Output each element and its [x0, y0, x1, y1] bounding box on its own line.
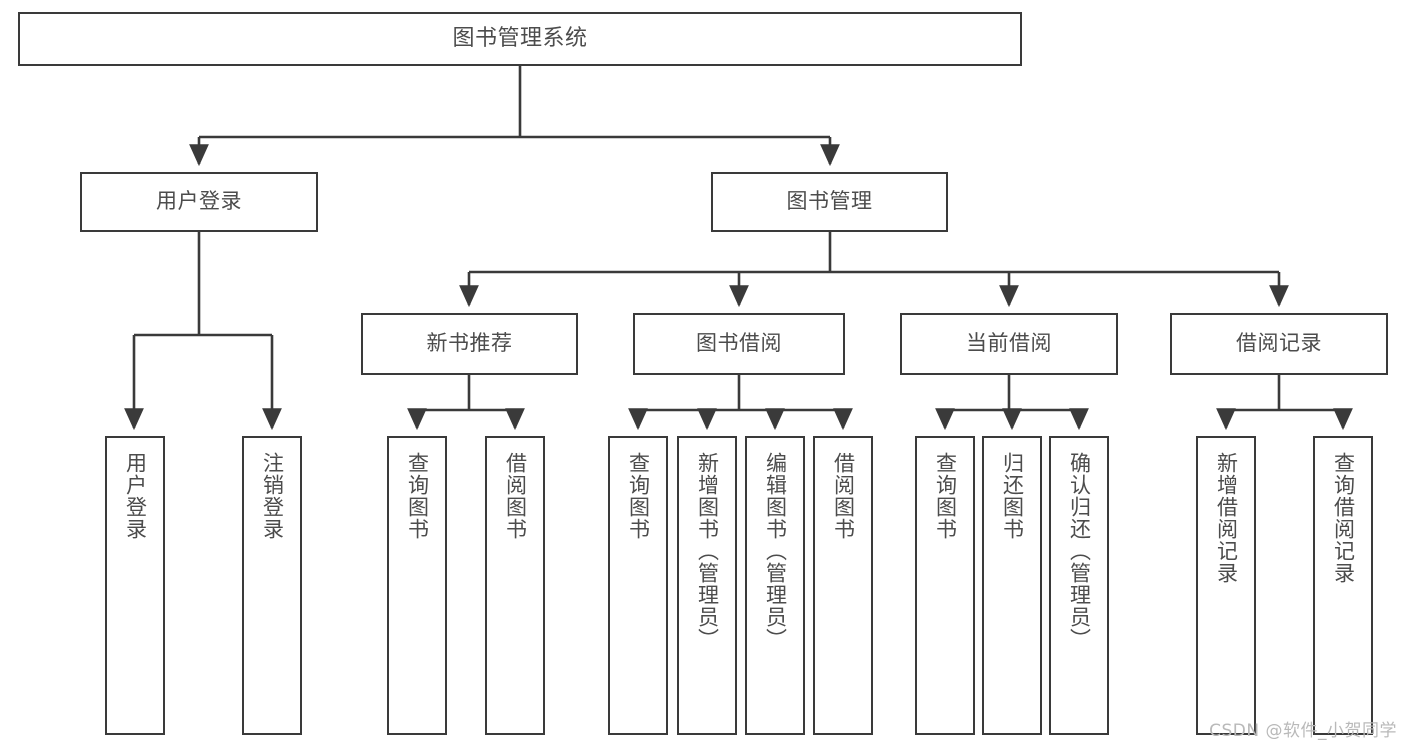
leaf-query-borrow-record-label: 查询借阅记录 — [1331, 452, 1356, 584]
leaf-confirm-return-admin-label: 确认归还（管理员） — [1067, 452, 1092, 650]
leaf-return-book-label: 归还图书 — [1000, 452, 1025, 540]
leaf-query-book-recommend[interactable]: 查询图书 — [387, 436, 447, 735]
leaf-user-login[interactable]: 用户登录 — [105, 436, 165, 735]
leaf-query-book-recommend-label: 查询图书 — [405, 452, 430, 540]
leaf-query-book-borrow-label: 查询图书 — [626, 452, 651, 540]
node-borrow-record[interactable]: 借阅记录 — [1170, 313, 1388, 375]
node-root[interactable]: 图书管理系统 — [18, 12, 1022, 66]
leaf-logout-label: 注销登录 — [260, 452, 285, 540]
leaf-borrow-book-recommend-label: 借阅图书 — [503, 452, 528, 540]
node-current-borrow[interactable]: 当前借阅 — [900, 313, 1118, 375]
leaf-add-book-admin[interactable]: 新增图书（管理员） — [677, 436, 737, 735]
leaf-edit-book-admin-label: 编辑图书（管理员） — [763, 452, 788, 650]
node-new-book-recommend[interactable]: 新书推荐 — [361, 313, 578, 375]
leaf-borrow-book-label: 借阅图书 — [831, 452, 856, 540]
leaf-add-borrow-record[interactable]: 新增借阅记录 — [1196, 436, 1256, 735]
node-book-management-label: 图书管理 — [786, 189, 873, 214]
leaf-add-borrow-record-label: 新增借阅记录 — [1214, 452, 1239, 584]
node-root-label: 图书管理系统 — [452, 25, 588, 51]
watermark-text: CSDN @软件_小贺同学 — [1209, 721, 1397, 741]
node-user-login-label: 用户登录 — [156, 189, 242, 214]
node-new-book-recommend-label: 新书推荐 — [426, 331, 513, 356]
leaf-return-book[interactable]: 归还图书 — [982, 436, 1042, 735]
node-borrow-record-label: 借阅记录 — [1236, 331, 1322, 356]
node-current-borrow-label: 当前借阅 — [966, 331, 1052, 356]
leaf-borrow-book[interactable]: 借阅图书 — [813, 436, 873, 735]
leaf-user-login-label: 用户登录 — [123, 452, 148, 540]
node-book-management[interactable]: 图书管理 — [711, 172, 948, 232]
leaf-confirm-return-admin[interactable]: 确认归还（管理员） — [1049, 436, 1109, 735]
node-user-login[interactable]: 用户登录 — [80, 172, 318, 232]
leaf-edit-book-admin[interactable]: 编辑图书（管理员） — [745, 436, 805, 735]
leaf-query-book-current[interactable]: 查询图书 — [915, 436, 975, 735]
leaf-add-book-admin-label: 新增图书（管理员） — [695, 452, 720, 650]
leaf-borrow-book-recommend[interactable]: 借阅图书 — [485, 436, 545, 735]
leaf-query-book-borrow[interactable]: 查询图书 — [608, 436, 668, 735]
leaf-logout[interactable]: 注销登录 — [242, 436, 302, 735]
leaf-query-borrow-record[interactable]: 查询借阅记录 — [1313, 436, 1373, 735]
leaf-query-book-current-label: 查询图书 — [933, 452, 958, 540]
node-book-borrow[interactable]: 图书借阅 — [633, 313, 845, 375]
node-book-borrow-label: 图书借阅 — [696, 331, 782, 356]
